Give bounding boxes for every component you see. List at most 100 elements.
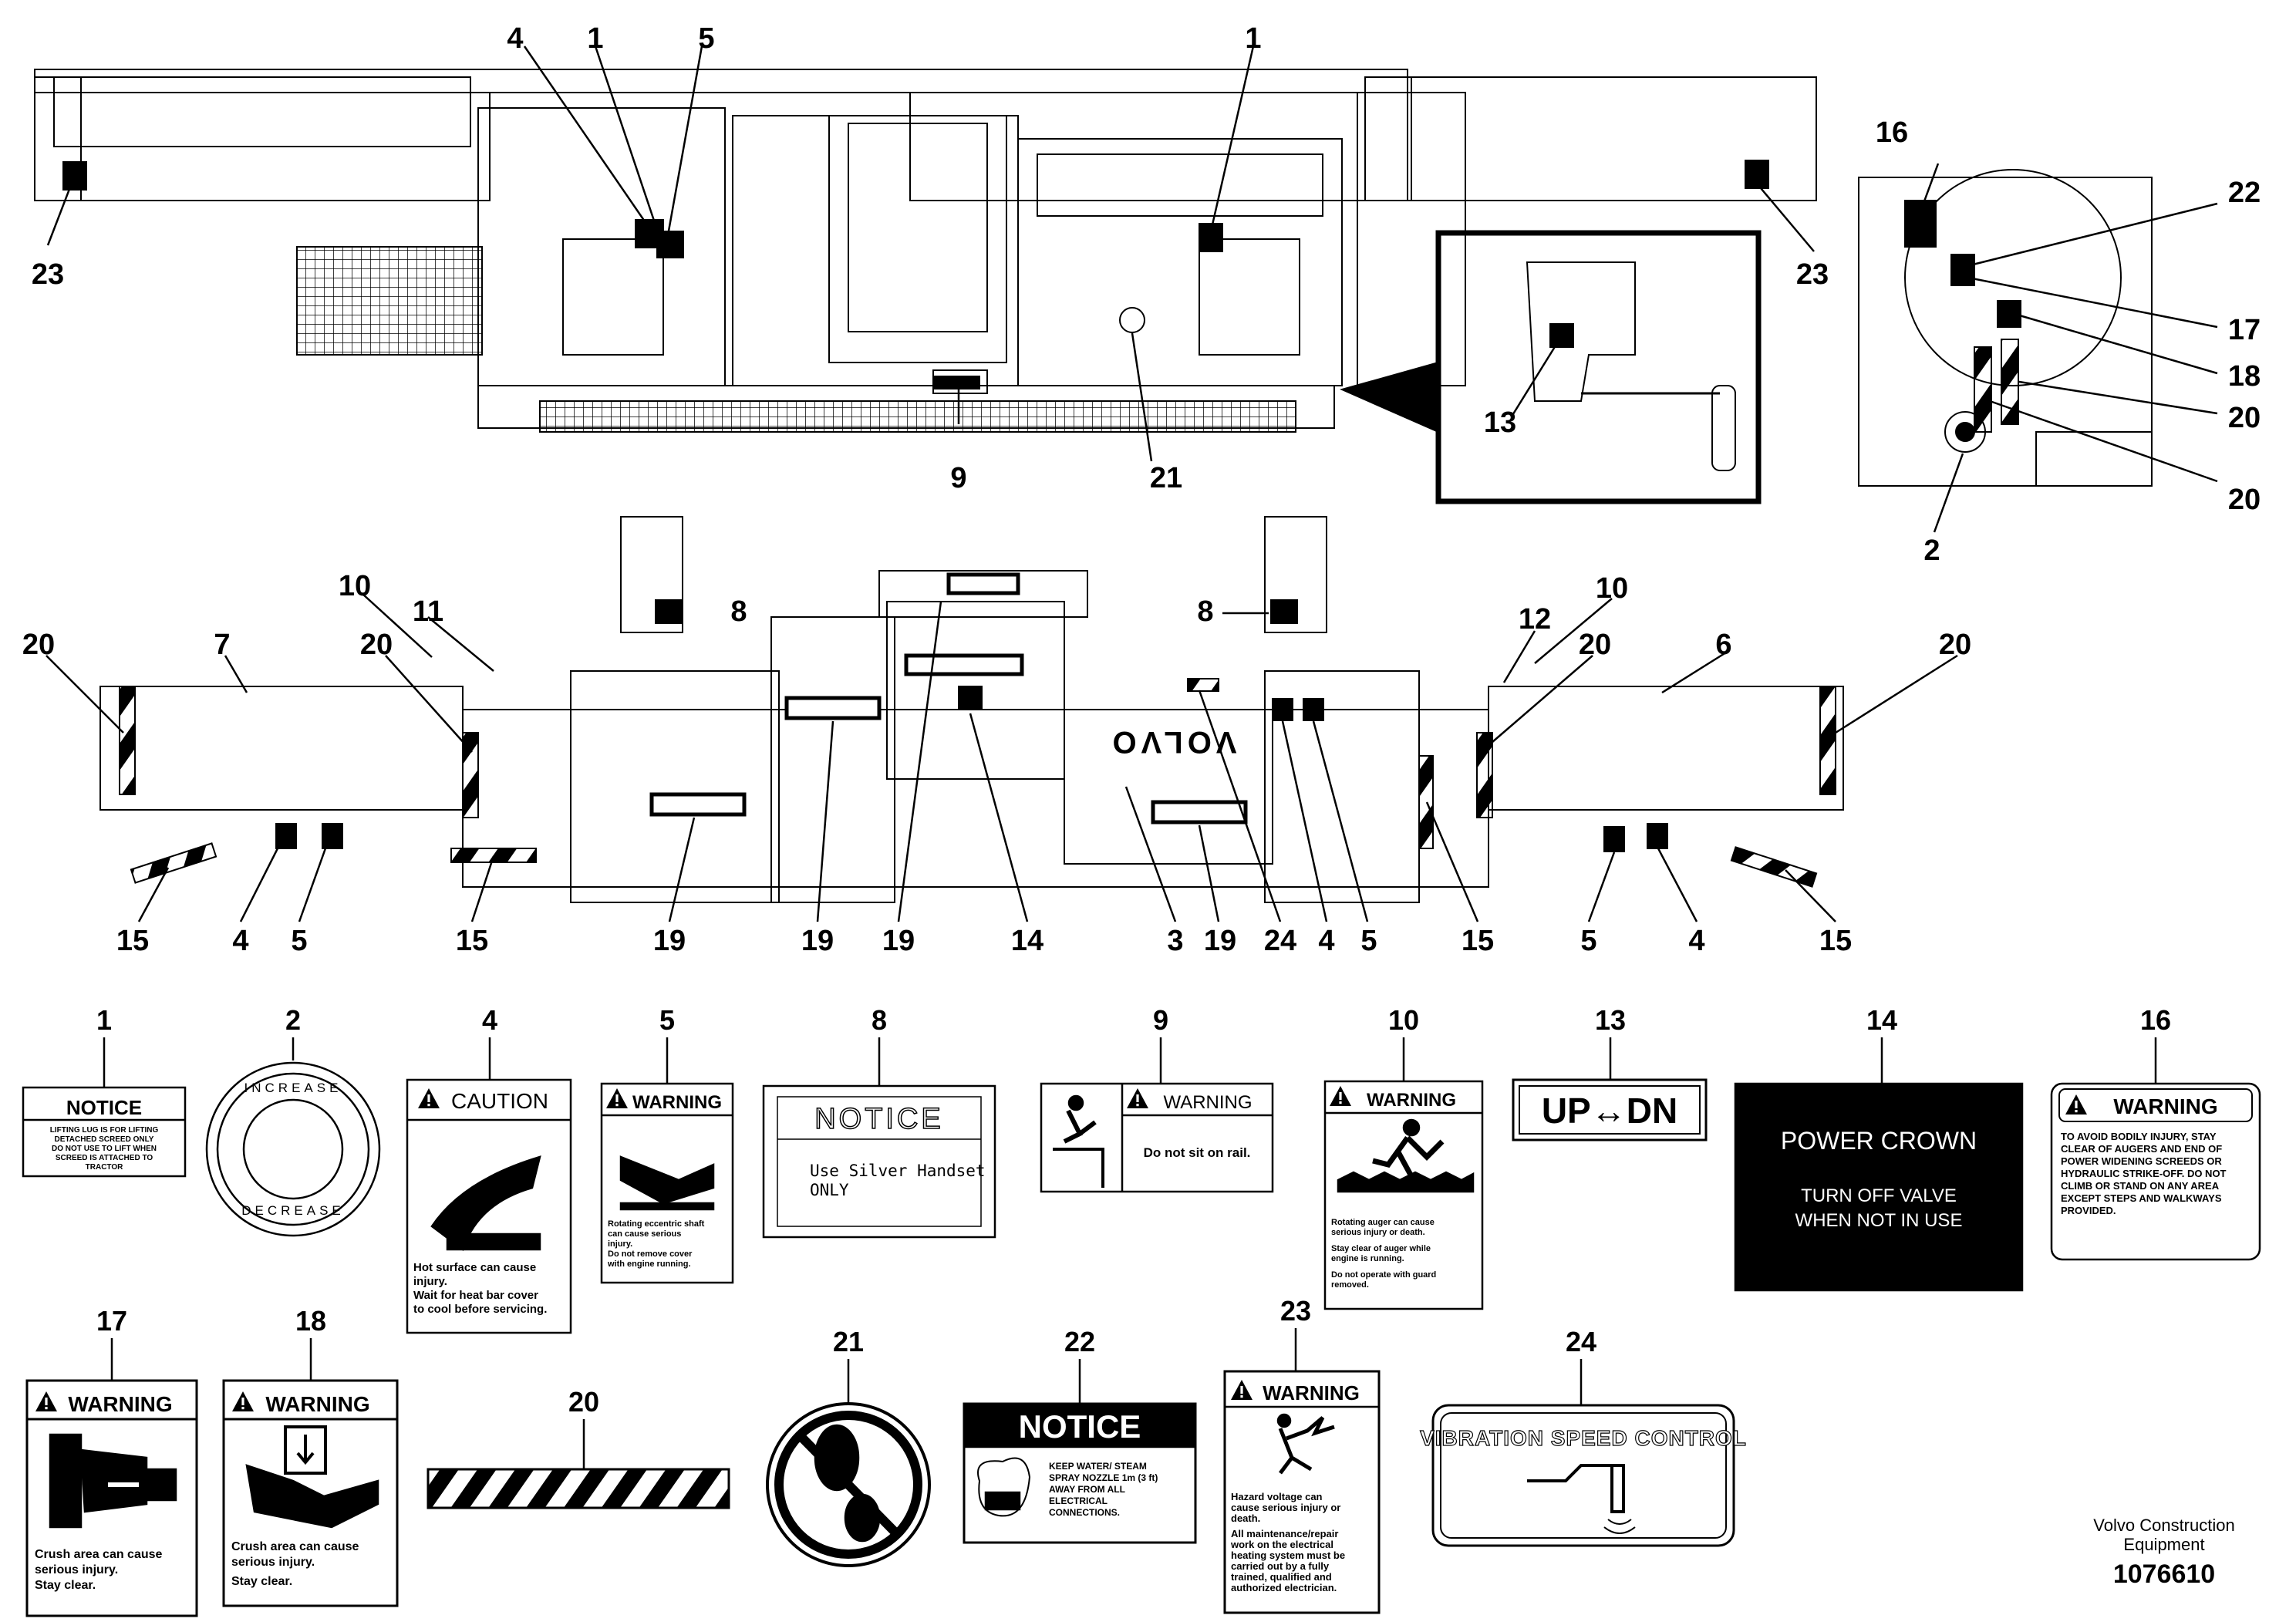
svg-text:22: 22	[1064, 1326, 1095, 1357]
svg-text:CONNECTIONS.: CONNECTIONS.	[1049, 1507, 1120, 1518]
svg-text:TRACTOR: TRACTOR	[86, 1163, 123, 1172]
svg-text:TO AVOID BODILY INJURY, STAY: TO AVOID BODILY INJURY, STAY	[2061, 1131, 2217, 1142]
callout-1: 1	[587, 22, 603, 55]
svg-text:Hazard voltage can: Hazard voltage can	[1231, 1491, 1323, 1502]
svg-text:CLEAR OF AUGERS AND END OF: CLEAR OF AUGERS AND END OF	[2061, 1143, 2222, 1155]
svg-text:VIBRATION SPEED CONTROL: VIBRATION SPEED CONTROL	[1420, 1426, 1747, 1450]
decal-2-dial: INCREASE DECREASE	[205, 1061, 381, 1237]
callout-15-b: 15	[456, 925, 488, 957]
callout-19-c: 19	[882, 925, 915, 957]
side-view-machine	[1858, 169, 2153, 487]
callout-5-c: 5	[1580, 925, 1596, 957]
volvo-logo: VOLVO	[1108, 725, 1236, 759]
svg-text:23: 23	[1280, 1295, 1311, 1327]
svg-text:10: 10	[1388, 1004, 1419, 1036]
callouts-top: 4 1 5 1 23 23 9 21 13 16 22 17 18 20 20 …	[32, 22, 2261, 567]
callout-19-b: 19	[801, 925, 834, 957]
decal-10-warning: WARNING Rotating auger can cause serious…	[1323, 1080, 1484, 1310]
svg-text:to cool before servicing.: to cool before servicing.	[413, 1303, 547, 1316]
svg-text:WHEN NOT IN USE: WHEN NOT IN USE	[1795, 1210, 1963, 1231]
svg-text:21: 21	[833, 1326, 864, 1357]
svg-text:with engine running.: with engine running.	[607, 1259, 691, 1269]
svg-text:Crush area can cause: Crush area can cause	[231, 1540, 359, 1553]
svg-text:Hot surface can cause: Hot surface can cause	[413, 1261, 536, 1274]
svg-text:serious injury or death.: serious injury or death.	[1331, 1228, 1425, 1237]
svg-text:NOTICE: NOTICE	[66, 1096, 142, 1119]
decal-1-notice: NOTICE LIFTING LUG IS FOR LIFTING DETACH…	[22, 1086, 187, 1178]
callout-10-right: 10	[1596, 572, 1628, 605]
svg-text:All maintenance/repair: All maintenance/repair	[1231, 1528, 1338, 1539]
callout-2: 2	[1923, 534, 1940, 567]
svg-text:UP↔DN: UP↔DN	[1542, 1091, 1677, 1131]
callout-12: 12	[1519, 603, 1551, 636]
svg-text:18: 18	[295, 1305, 326, 1337]
callout-22: 22	[2228, 177, 2261, 209]
callout-11: 11	[413, 595, 443, 628]
svg-text:Use Silver Handset: Use Silver Handset	[810, 1162, 986, 1180]
callout-20-mid: 20	[360, 629, 393, 661]
svg-text:can cause serious: can cause serious	[608, 1229, 681, 1239]
svg-text:PROVIDED.: PROVIDED.	[2061, 1205, 2116, 1216]
svg-text:work on the electrical: work on the electrical	[1230, 1539, 1333, 1550]
callout-9: 9	[950, 462, 966, 494]
decal-24-vibration: VIBRATION SPEED CONTROL	[1419, 1404, 1747, 1547]
svg-text:TURN OFF VALVE: TURN OFF VALVE	[1801, 1185, 1957, 1206]
callout-15-c: 15	[1462, 925, 1494, 957]
callout-20: 20	[2228, 402, 2261, 434]
svg-text:HYDRAULIC STRIKE-OFF. DO NOT: HYDRAULIC STRIKE-OFF. DO NOT	[2061, 1168, 2227, 1179]
callout-23b: 23	[1796, 258, 1829, 291]
svg-text:Do not operate with guard: Do not operate with guard	[1331, 1270, 1436, 1280]
svg-text:ELECTRICAL: ELECTRICAL	[1049, 1496, 1108, 1506]
callout-19-d: 19	[1204, 925, 1236, 957]
svg-text:Stay clear of auger while: Stay clear of auger while	[1331, 1244, 1431, 1253]
svg-text:Volvo Construction: Volvo Construction	[2093, 1516, 2234, 1535]
callout-8-left: 8	[730, 595, 747, 628]
decal-14-power-crown: POWER CROWN TURN OFF VALVE WHEN NOT IN U…	[1734, 1082, 2024, 1292]
svg-text:2: 2	[285, 1004, 301, 1036]
callout-20-far: 20	[1939, 629, 1971, 661]
svg-text:CLIMB OR STAND ON ANY AREA: CLIMB OR STAND ON ANY AREA	[2061, 1180, 2220, 1192]
svg-text:serious injury.: serious injury.	[231, 1556, 315, 1569]
callout-10: 10	[339, 570, 371, 602]
callout-14: 14	[1011, 925, 1043, 957]
callout-5: 5	[698, 22, 714, 55]
callout-5-b: 5	[1360, 925, 1377, 957]
svg-text:ONLY: ONLY	[810, 1181, 849, 1199]
svg-text:EXCEPT STEPS AND WALKWAYS: EXCEPT STEPS AND WALKWAYS	[2061, 1192, 2222, 1204]
decal-18-warning: WARNING Crush area can cause serious inj…	[222, 1379, 399, 1607]
svg-text:5: 5	[659, 1004, 675, 1036]
leader-lines-top	[46, 46, 2218, 533]
svg-text:Equipment: Equipment	[2123, 1535, 2204, 1554]
decal-21-no-step	[766, 1402, 931, 1567]
svg-text:WARNING: WARNING	[68, 1392, 172, 1416]
decals-row-1: 1 NOTICE LIFTING LUG IS FOR LIFTING DETA…	[22, 1004, 2261, 1334]
decal-20-hazard-stripe	[426, 1468, 730, 1509]
decal-23-warning: WARNING Hazard voltage can cause serious…	[1223, 1370, 1381, 1614]
svg-text:POWER WIDENING SCREEDS OR: POWER WIDENING SCREEDS OR	[2061, 1155, 2222, 1167]
svg-text:heating system must be: heating system must be	[1231, 1549, 1345, 1561]
callout-24: 24	[1264, 925, 1296, 957]
svg-text:KEEP WATER/ STEAM: KEEP WATER/ STEAM	[1049, 1461, 1147, 1472]
callout-4-b: 4	[1318, 925, 1334, 957]
svg-text:SPRAY NOZZLE 1m (3 ft): SPRAY NOZZLE 1m (3 ft)	[1049, 1472, 1158, 1483]
svg-text:4: 4	[482, 1004, 497, 1036]
callout-15-a: 15	[116, 925, 149, 957]
svg-text:DECREASE: DECREASE	[241, 1203, 345, 1218]
svg-text:POWER CROWN: POWER CROWN	[1781, 1127, 1977, 1155]
svg-text:NOTICE: NOTICE	[1019, 1408, 1141, 1445]
svg-text:death.: death.	[1231, 1512, 1260, 1524]
callout-13: 13	[1484, 406, 1516, 439]
svg-text:Wait for heat bar cover: Wait for heat bar cover	[413, 1289, 538, 1302]
svg-text:Stay clear.: Stay clear.	[35, 1579, 96, 1592]
svg-text:20: 20	[568, 1386, 599, 1418]
svg-text:Do not remove cover: Do not remove cover	[608, 1249, 693, 1259]
callout-17: 17	[2228, 314, 2261, 346]
svg-text:Rotating auger can cause: Rotating auger can cause	[1331, 1218, 1435, 1227]
svg-text:CAUTION: CAUTION	[451, 1089, 548, 1113]
decal-8-notice: NOTICE Use Silver Handset ONLY	[762, 1084, 996, 1239]
svg-text:injury.: injury.	[608, 1239, 632, 1249]
svg-text:24: 24	[1566, 1326, 1596, 1357]
callout-4: 4	[507, 22, 523, 55]
callout-7: 7	[214, 629, 230, 661]
